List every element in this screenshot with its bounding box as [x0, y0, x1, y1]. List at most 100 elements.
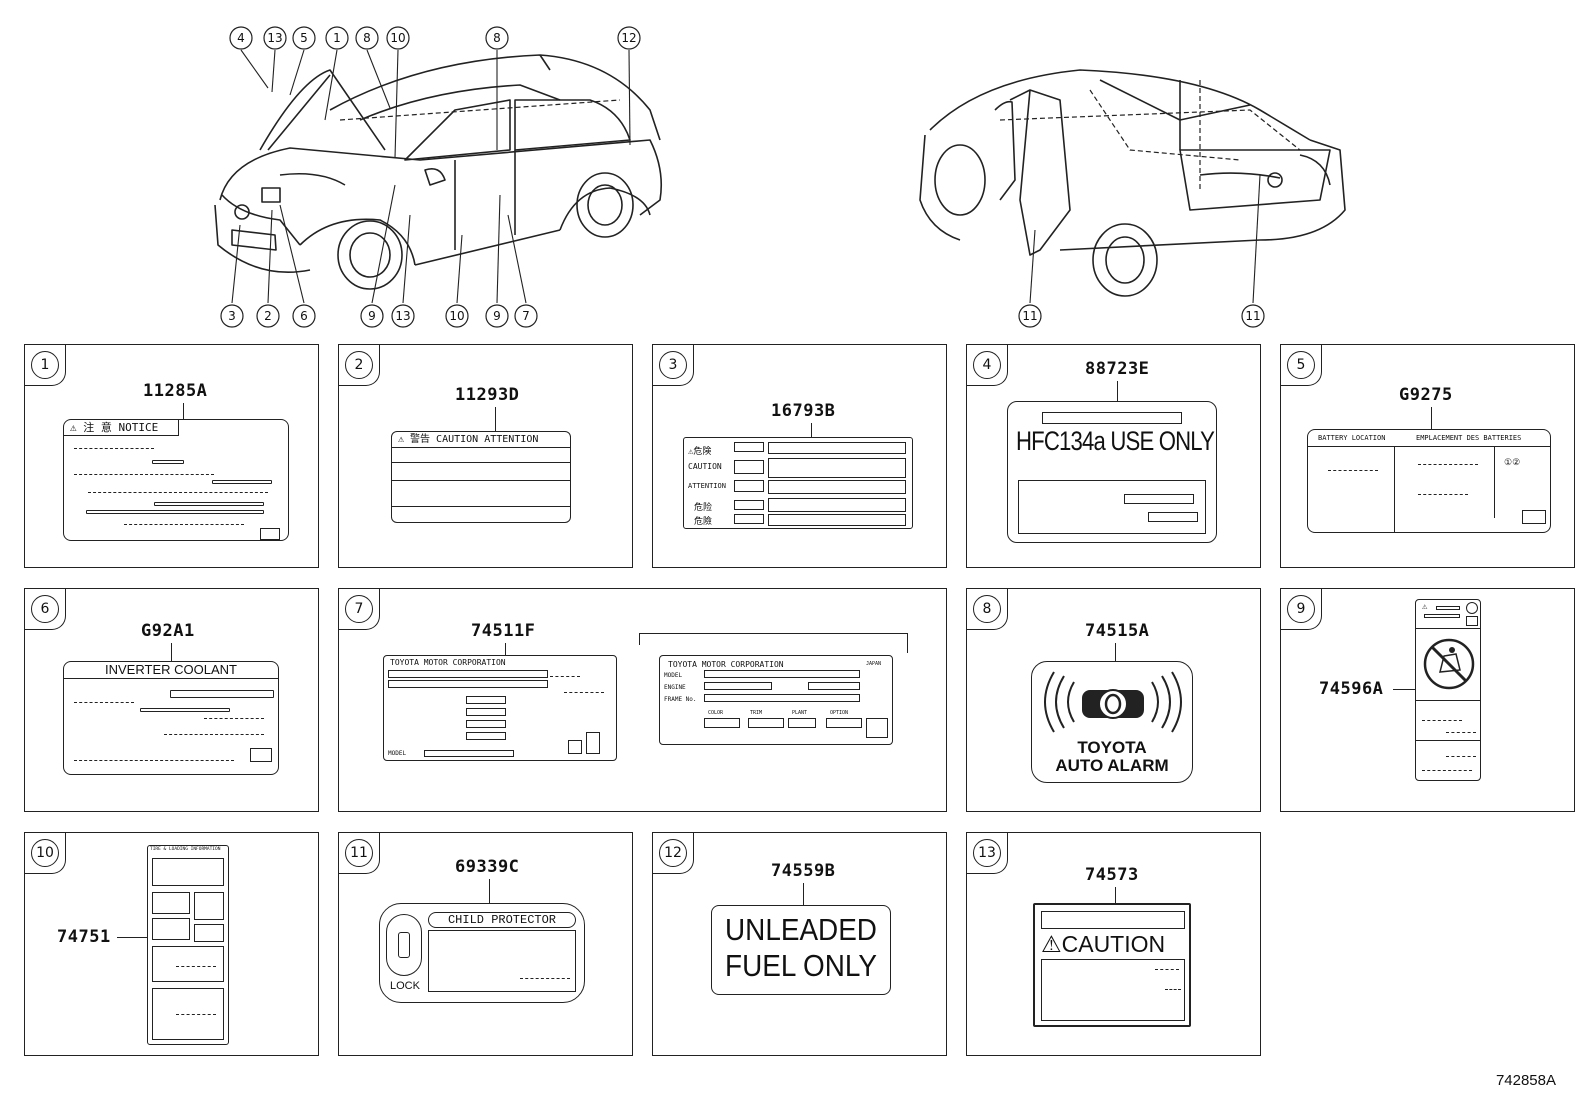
- label-69339C: LOCK CHILD PROTECTOR: [379, 903, 585, 1003]
- label-header: ⚠ 警告 CAUTION ATTENTION: [392, 432, 570, 448]
- alarm-brand: TOYOTA: [1077, 738, 1147, 757]
- panel-corner: [967, 345, 1008, 386]
- panel-corner: [25, 833, 66, 874]
- part-number: 88723E: [1085, 359, 1150, 379]
- no-child-seat-icon: [1423, 638, 1475, 690]
- callout-10b: 10: [449, 309, 464, 323]
- part-number: 74511F: [471, 621, 536, 641]
- panel-corner: [339, 345, 380, 386]
- callout-13b: 13: [395, 309, 410, 323]
- alarm-text: AUTO ALARM: [1055, 756, 1169, 775]
- panel-2: 2 11293D ⚠ 警告 CAUTION ATTENTION: [338, 344, 633, 568]
- panel-3: 3 16793B ⚠危険 CAUTION ATTENTION 危险 危險: [652, 344, 947, 568]
- lock-label: LOCK: [390, 980, 420, 992]
- leader-line: [1117, 381, 1118, 401]
- left-header: TOYOTA MOTOR CORPORATION: [390, 658, 506, 667]
- rear-car-body: [919, 69, 1346, 297]
- callout-8: 8: [363, 31, 371, 45]
- leader-line: [171, 643, 172, 661]
- panel-number: 1: [31, 351, 59, 379]
- panel-13: 13 74573 ⚠CAUTION: [966, 832, 1261, 1056]
- label-74559B: UNLEADED FUEL ONLY: [711, 905, 891, 995]
- part-number: 16793B: [771, 401, 836, 421]
- label-header: ⚠ 注 意 NOTICE: [64, 420, 179, 436]
- callout-12: 12: [621, 31, 636, 45]
- leader-line: [495, 407, 496, 431]
- front-car-body: [214, 54, 663, 290]
- row-model: MODEL: [664, 672, 683, 679]
- part-number: 74573: [1085, 865, 1139, 885]
- label-74511F-right: TOYOTA MOTOR CORPORATION JAPAN MODEL ENG…: [659, 655, 893, 745]
- part-number: 74515A: [1085, 621, 1150, 641]
- panel-number: 2: [345, 351, 373, 379]
- panel-5: 5 G9275 BATTERY LOCATION EMPLACEMENT DES…: [1280, 344, 1575, 568]
- label-16793B: ⚠危険 CAUTION ATTENTION 危险 危險: [683, 437, 913, 529]
- panel-corner: [339, 589, 380, 630]
- part-number: 11293D: [455, 385, 520, 405]
- alarm-emblem-icon: [1044, 671, 1182, 733]
- panel-number: 3: [659, 351, 687, 379]
- part-number: 74751: [57, 927, 111, 947]
- label-74573: ⚠CAUTION: [1033, 903, 1191, 1027]
- label-11285A: ⚠ 注 意 NOTICE: [63, 419, 289, 541]
- callout-10: 10: [390, 31, 405, 45]
- label-G92A1: INVERTER COOLANT: [63, 661, 279, 775]
- right-header: TOYOTA MOTOR CORPORATION: [668, 660, 784, 669]
- panel-corner: [653, 833, 694, 874]
- left-footer: MODEL: [388, 750, 407, 757]
- panel-corner: [25, 589, 66, 630]
- leader-line: [1115, 643, 1116, 661]
- panel-number: 4: [973, 351, 1001, 379]
- part-number: 69339C: [455, 857, 520, 877]
- panel-4: 4 88723E HFC134a USE ONLY: [966, 344, 1261, 568]
- row-label: 危險: [694, 517, 713, 527]
- panel-number: 5: [1287, 351, 1315, 379]
- col-trim: TRIM: [750, 710, 763, 716]
- panel-number: 12: [659, 839, 687, 867]
- callout-11: 11: [1022, 309, 1037, 323]
- panel-11: 11 69339C LOCK CHILD PROTECTOR: [338, 832, 633, 1056]
- panel-number: 10: [31, 839, 59, 867]
- label-74751: TIRE & LOADING INFORMATION: [147, 845, 229, 1045]
- leader-line: [811, 423, 812, 437]
- caution-text: ⚠CAUTION: [1041, 931, 1166, 957]
- fuel-line-2: FUEL ONLY: [725, 948, 877, 983]
- right-country: JAPAN: [866, 661, 882, 667]
- label-88723E: HFC134a USE ONLY: [1007, 401, 1217, 543]
- panel-7: 7 74511F TOYOTA MOTOR CORPORATION MODEL …: [338, 588, 947, 812]
- callout-3: 3: [228, 309, 236, 323]
- row-label: ⚠危険: [688, 447, 712, 457]
- panel-corner: [339, 833, 380, 874]
- header-box: [428, 912, 576, 928]
- part-number: 11285A: [143, 381, 208, 401]
- part-number: 74596A: [1319, 679, 1384, 699]
- leader-line: [1431, 407, 1432, 429]
- label-header: TIRE & LOADING INFORMATION: [150, 847, 221, 852]
- row-label: 危险: [694, 503, 713, 513]
- callout-13: 13: [267, 31, 282, 45]
- callout-9b: 9: [493, 309, 501, 323]
- panel-6: 6 G92A1 INVERTER COOLANT: [24, 588, 319, 812]
- panel-number: 9: [1287, 595, 1315, 623]
- refrigerant-text: HFC134a USE ONLY: [1016, 426, 1215, 456]
- panel-12: 12 74559B UNLEADED FUEL ONLY: [652, 832, 947, 1056]
- figure-id: 742858A: [1495, 1072, 1556, 1089]
- panel-number: 11: [345, 839, 373, 867]
- callout-4: 4: [237, 31, 245, 45]
- label-74511F-left: TOYOTA MOTOR CORPORATION MODEL: [383, 655, 617, 761]
- part-number: 74559B: [771, 861, 836, 881]
- panel-corner: [653, 345, 694, 386]
- label-G9275: BATTERY LOCATION EMPLACEMENT DES BATTERI…: [1307, 429, 1551, 533]
- callout-6: 6: [300, 309, 308, 323]
- col-plant: PLANT: [792, 710, 808, 716]
- callout-5: 5: [300, 31, 308, 45]
- panel-corner: [967, 589, 1008, 630]
- part-number: G92A1: [141, 621, 195, 641]
- panel-corner: [1281, 589, 1322, 630]
- row-engine: ENGINE: [664, 684, 686, 691]
- label-11293D: ⚠ 警告 CAUTION ATTENTION: [391, 431, 571, 523]
- header-left: BATTERY LOCATION: [1318, 434, 1386, 442]
- row-frame: FRAME No.: [664, 696, 697, 703]
- callout-11b: 11: [1245, 309, 1260, 323]
- vehicle-illustration: 4 13 5 1 8 10 8 12 3 2 6 9 13 10 9 7 11 …: [214, 26, 1346, 328]
